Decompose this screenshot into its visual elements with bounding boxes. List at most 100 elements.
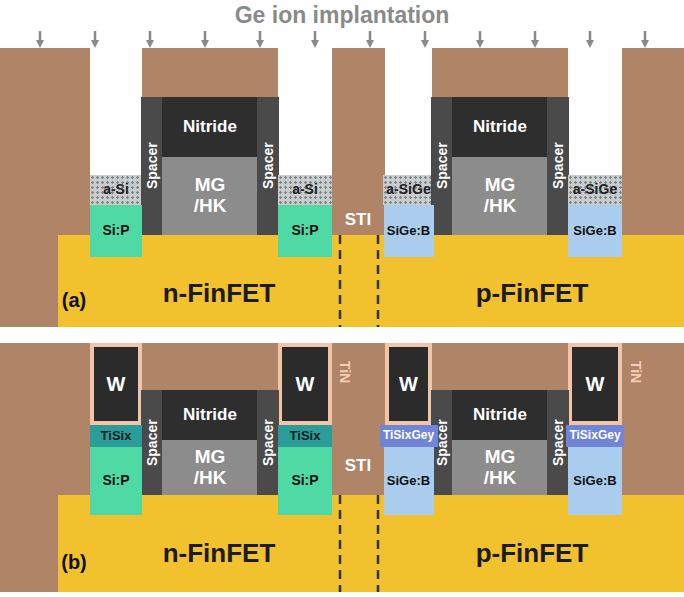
tin-liner <box>278 343 332 425</box>
implant-arrows <box>40 31 645 44</box>
source-drain-epi: Si:P <box>90 205 142 257</box>
implant-arrow <box>39 31 42 44</box>
node-text: TiSixGey <box>569 429 620 442</box>
nitride-cap: Nitride <box>162 97 258 157</box>
node-text: a-Si <box>292 182 318 197</box>
amorphous-si-layer: a-Si <box>278 175 332 205</box>
implant-arrow <box>149 31 152 44</box>
node-text: SiGe:B <box>387 474 430 488</box>
node-text: a-Si <box>103 182 129 197</box>
node-text: Spacer <box>260 419 275 466</box>
nitride-cap: Nitride <box>452 390 548 440</box>
node-text: Spacer <box>434 143 449 190</box>
tungsten-plug: W <box>94 347 138 421</box>
spacer: Spacer <box>257 390 279 495</box>
sti-boundary <box>377 495 380 592</box>
node-text: Spacer <box>144 143 159 190</box>
node-text: MG /HK <box>184 447 236 489</box>
node-text: p-FinFET <box>476 279 589 308</box>
node-text: Si:P <box>102 473 129 488</box>
source-drain-epi: SiGe:B <box>384 447 434 515</box>
source-drain-epi: SiGe:B <box>384 205 434 257</box>
contact-trench <box>568 48 622 175</box>
node-text: SiGe:B <box>573 224 616 238</box>
implant-arrow <box>314 31 317 44</box>
amorphous-si-layer: a-Si <box>90 175 142 205</box>
region-label: STI <box>345 457 371 476</box>
ild-layer <box>0 343 684 592</box>
spacer: Spacer <box>547 97 569 235</box>
device-region: p-FinFET <box>382 262 682 324</box>
node-text: Nitride <box>473 406 527 425</box>
tungsten-plug: W <box>389 347 428 421</box>
tungsten-plug: W <box>572 347 618 421</box>
panel-label: (a) <box>62 289 86 311</box>
silicide-layer: TiSix <box>278 425 332 447</box>
source-drain-epi: Si:P <box>278 447 332 515</box>
spacer: Spacer <box>141 97 163 235</box>
node-text: Nitride <box>183 118 237 137</box>
node-text: Spacer <box>144 419 159 466</box>
implant-arrow <box>479 31 482 44</box>
node-text: TiSix <box>101 429 132 443</box>
source-drain-epi: SiGe:B <box>568 205 622 257</box>
tin-liner <box>568 343 622 425</box>
spacer: Spacer <box>431 97 453 235</box>
figure-title: Ge ion implantation <box>235 3 450 28</box>
implant-arrow <box>204 31 207 44</box>
implant-arrow <box>94 31 97 44</box>
node-text: MG /HK <box>474 447 526 489</box>
metal-gate: MG /HK <box>452 440 548 495</box>
metal-gate: MG /HK <box>162 440 258 495</box>
node-text: W <box>296 373 315 395</box>
metal-gate: MG /HK <box>162 157 258 235</box>
contact-trench <box>385 48 432 175</box>
spacer: Spacer <box>141 390 163 495</box>
source-drain-epi: Si:P <box>90 447 142 515</box>
sti-boundary <box>339 235 342 327</box>
implant-arrow <box>534 31 537 44</box>
spacer: Spacer <box>257 97 279 235</box>
sti-boundary <box>339 495 342 592</box>
node-text: Si:P <box>291 473 318 488</box>
tungsten-plug: W <box>282 347 328 421</box>
node-text: Nitride <box>183 406 237 425</box>
node-text: MG /HK <box>474 175 526 217</box>
sti-boundary <box>377 235 380 327</box>
node-text: a-SiGe <box>573 182 617 197</box>
layer-label: TiN <box>336 361 351 383</box>
panel-label: (b) <box>61 551 87 573</box>
implant-arrow <box>259 31 262 44</box>
device-region: n-FinFET <box>100 262 338 324</box>
contact-trench <box>90 48 142 175</box>
contact-trench <box>278 48 332 175</box>
implant-arrow <box>369 31 372 44</box>
node-text: Si:P <box>102 223 129 238</box>
nitride-cap: Nitride <box>162 390 258 440</box>
germanosilicide-layer: TiSixGey <box>380 425 438 447</box>
node-text: Si:P <box>291 223 318 238</box>
node-text: p-FinFET <box>476 539 589 568</box>
node-text: MG /HK <box>184 175 236 217</box>
source-drain-epi: SiGe:B <box>568 447 622 515</box>
implant-arrow <box>424 31 427 44</box>
silicide-layer: TiSix <box>90 425 142 447</box>
device-region: p-FinFET <box>382 518 682 588</box>
nitride-cap: Nitride <box>452 97 548 157</box>
implant-arrow <box>644 31 647 44</box>
ild-layer <box>0 48 684 327</box>
amorphous-sige-layer: a-SiGe <box>383 175 434 205</box>
tin-liner <box>90 343 142 425</box>
metal-gate: MG /HK <box>452 157 548 235</box>
node-text: W <box>399 373 418 395</box>
layer-label: TiN <box>627 361 642 383</box>
node-text: Nitride <box>473 118 527 137</box>
node-text: Spacer <box>260 143 275 190</box>
implant-arrow <box>589 31 592 44</box>
node-text: SiGe:B <box>387 224 430 238</box>
node-text: W <box>107 373 126 395</box>
region-label: STI <box>345 211 371 230</box>
node-text: SiGe:B <box>573 474 616 488</box>
node-text: Spacer <box>550 419 565 466</box>
